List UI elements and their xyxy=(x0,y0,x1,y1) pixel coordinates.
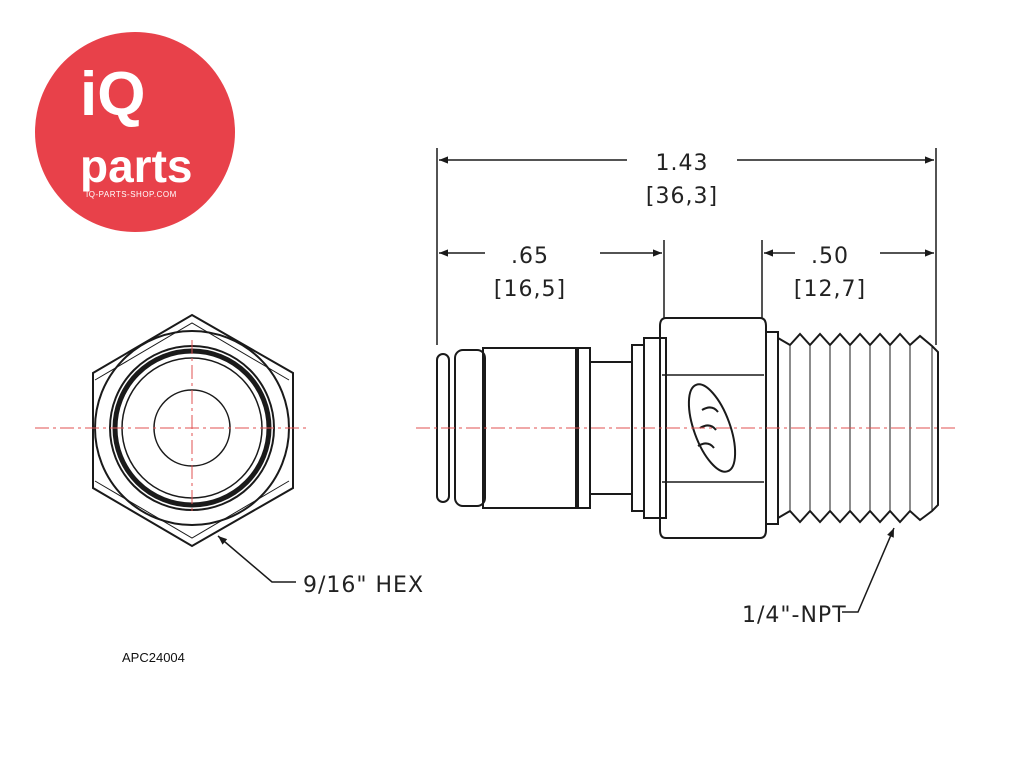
overall-dim-imperial: 1.43 xyxy=(656,151,709,176)
end-view-centerlines xyxy=(35,340,306,515)
left-dim-metric: [16,5] xyxy=(494,277,566,302)
npt-leader-line xyxy=(842,527,895,613)
npt-thread xyxy=(777,332,939,524)
hex-outline xyxy=(92,313,294,548)
hex-callout-label: 9/16" HEX xyxy=(303,573,424,598)
logo-url: IQ-PARTS-SHOP.COM xyxy=(86,190,177,199)
npt-callout xyxy=(842,527,895,613)
brand-logo: iQ parts IQ-PARTS-SHOP.COM xyxy=(35,32,235,232)
hex-nut xyxy=(659,317,767,539)
side-view xyxy=(436,317,939,539)
hex-callout xyxy=(217,535,296,583)
end-view-hex xyxy=(92,313,294,548)
right-dim-metric: [12,7] xyxy=(794,277,866,302)
hex-chamfer-top xyxy=(94,322,290,381)
cpc-logo-mark xyxy=(687,383,737,473)
hex-leader-line xyxy=(217,535,296,583)
logo-circle xyxy=(35,32,235,232)
logo-brand-top: iQ xyxy=(80,60,145,129)
overall-dim-metric: [36,3] xyxy=(646,184,718,209)
npt-callout-label: 1/4"-NPT xyxy=(742,603,847,628)
logo-brand-bottom: parts xyxy=(80,140,192,192)
part-number: APC24004 xyxy=(122,650,185,665)
right-dim-imperial: .50 xyxy=(811,244,849,269)
left-dim-imperial: .65 xyxy=(511,244,549,269)
dimension-lines xyxy=(436,148,937,345)
